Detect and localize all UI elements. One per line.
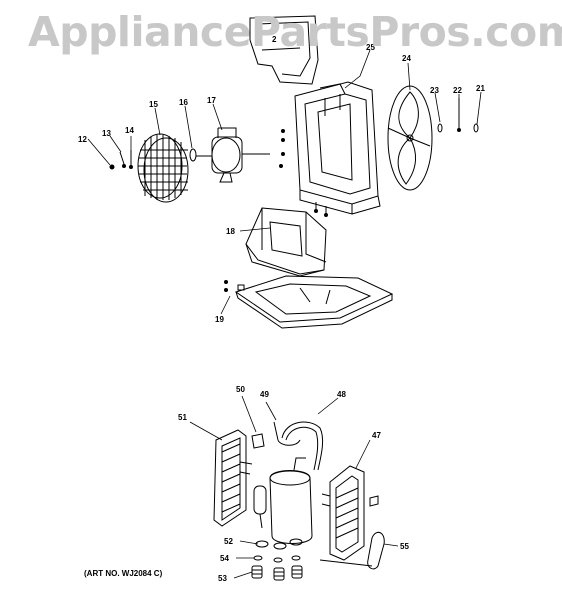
tube-assembly-part bbox=[319, 531, 385, 570]
callout-53: 53 bbox=[218, 574, 227, 583]
callout-22: 22 bbox=[453, 86, 462, 95]
callout-55: 55 bbox=[400, 542, 409, 551]
callout-50: 50 bbox=[236, 385, 245, 394]
fan-hardware-part bbox=[437, 98, 479, 133]
chassis-part bbox=[224, 275, 394, 329]
condenser-shroud-part bbox=[294, 81, 381, 215]
callout-25: 25 bbox=[366, 43, 375, 52]
callout-12: 12 bbox=[78, 135, 87, 144]
condenser-fan-blade-part bbox=[387, 85, 433, 191]
lower-leader-lines bbox=[189, 395, 399, 579]
evaporator-coil-part bbox=[213, 429, 253, 527]
callout-52: 52 bbox=[224, 537, 233, 546]
condenser-coil-part bbox=[321, 465, 379, 561]
compressor-part bbox=[253, 457, 313, 544]
screws-left-part bbox=[109, 150, 133, 170]
fan-motor-part bbox=[196, 127, 270, 183]
callout-17: 17 bbox=[207, 96, 216, 105]
washer-part bbox=[189, 148, 197, 162]
tubing-part bbox=[273, 421, 324, 471]
callout-labels: 12 13 14 15 16 17 18 19 21 22 23 24 25 2… bbox=[78, 35, 485, 583]
callout-51: 51 bbox=[178, 413, 187, 422]
callout-13: 13 bbox=[102, 129, 111, 138]
upper-leader-lines bbox=[87, 49, 482, 315]
callout-48: 48 bbox=[337, 390, 346, 399]
base-pan-part bbox=[245, 207, 327, 277]
top-duct-part bbox=[249, 15, 319, 85]
site-watermark: AppliancePartsPros.com bbox=[28, 8, 562, 56]
callout-47: 47 bbox=[372, 431, 381, 440]
blower-wheel-part bbox=[137, 133, 189, 203]
callout-24: 24 bbox=[402, 54, 411, 63]
mounting-hardware-part bbox=[251, 538, 303, 581]
callout-partial: 2 bbox=[272, 35, 277, 44]
art-number-label: (ART NO. WJ2084 C) bbox=[84, 569, 163, 578]
callout-15: 15 bbox=[149, 100, 158, 109]
shroud-screws-part bbox=[279, 129, 328, 217]
callout-19: 19 bbox=[215, 315, 224, 324]
cap-part bbox=[251, 433, 265, 449]
callout-23: 23 bbox=[430, 86, 439, 95]
callout-14: 14 bbox=[125, 126, 134, 135]
callout-54: 54 bbox=[220, 554, 229, 563]
callout-21: 21 bbox=[476, 84, 485, 93]
callout-49: 49 bbox=[260, 390, 269, 399]
callout-18: 18 bbox=[226, 227, 235, 236]
callout-16: 16 bbox=[179, 98, 188, 107]
